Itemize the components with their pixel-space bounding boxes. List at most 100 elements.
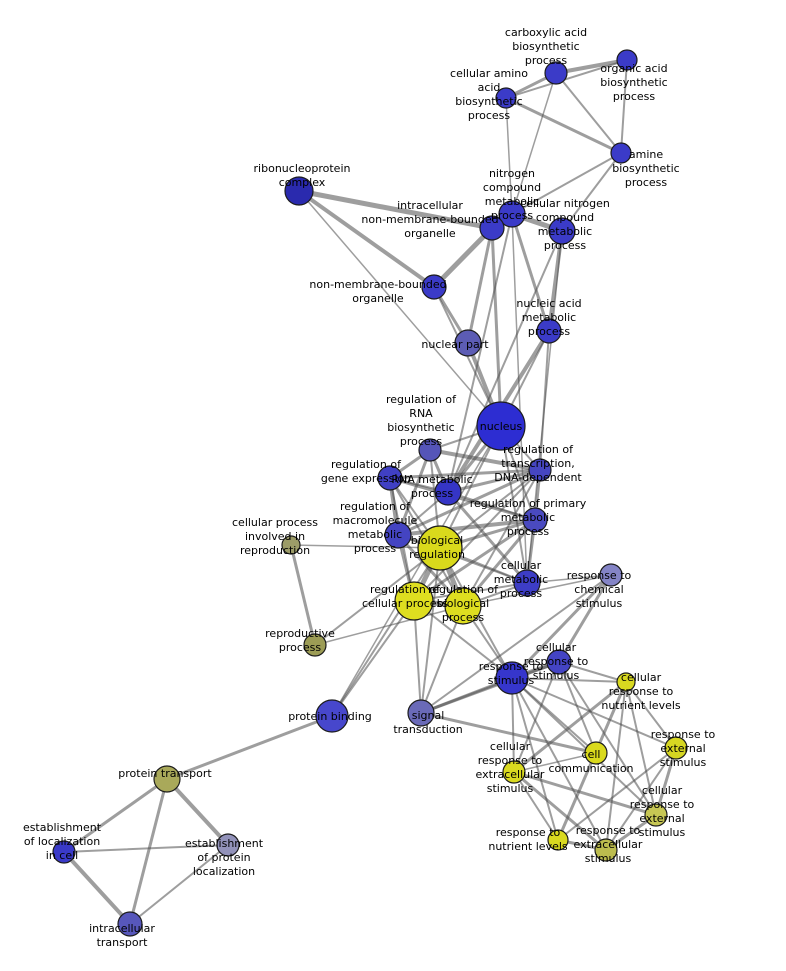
graph-node-label-establishment-of-localization-in-cell-line-2: in cell	[46, 849, 78, 862]
graph-node-label-response-to-extracellular-stimulus-line-0: response to	[576, 824, 641, 837]
graph-edge-establishment-of-localization-in-cell--intracellular-transport	[62, 850, 132, 926]
graph-edge-carboxylic-acid-biosynthetic-process--nitrogen-compound-metabolic-process	[511, 72, 557, 215]
graph-node-biological-regulation[interactable]	[417, 525, 463, 571]
graph-node-label-response-to-chemical-stimulus-line-0: response to	[567, 569, 632, 582]
graph-node-regulation-of-cellular-process[interactable]	[394, 581, 434, 621]
graph-node-establishment-of-protein-localization[interactable]	[216, 833, 240, 857]
graph-node-label-carboxylic-acid-biosynthetic-process-line-1: biosynthetic	[512, 40, 579, 53]
graph-node-nitrogen-compound-metabolic-process[interactable]	[498, 200, 526, 228]
graph-node-label-cellular-process-involved-in-reproduction-line-2: reproduction	[240, 544, 310, 557]
graph-node-nucleic-acid-metabolic-process[interactable]	[536, 318, 562, 344]
graph-edge-cellular-process-involved-in-reproduction--biological-regulation	[290, 544, 441, 549]
graph-edge-cellular-response-to-stimulus--response-to-chemical-stimulus	[557, 573, 613, 664]
graph-node-regulation-of-primary-metabolic-process[interactable]	[522, 507, 548, 533]
graph-edge-protein-transport--intracellular-transport	[128, 777, 169, 926]
graph-node-label-organic-acid-biosynthetic-process-line-1: biosynthetic	[600, 76, 667, 89]
graph-node-nucleus[interactable]	[476, 401, 526, 451]
graph-node-protein-binding[interactable]	[315, 699, 349, 733]
graph-node-amine-biosynthetic-process[interactable]	[610, 142, 632, 164]
graph-node-label-reproductive-process-line-1: process	[279, 641, 322, 654]
graph-node-label-carboxylic-acid-biosynthetic-process-line-2: process	[525, 54, 568, 67]
graph-node-label-intracellular-transport-line-1: transport	[97, 936, 149, 949]
graph-node-rna-metabolic-process[interactable]	[434, 478, 462, 506]
graph-node-label-regulation-of-biological-process-line-2: process	[442, 611, 485, 624]
graph-node-protein-transport[interactable]	[153, 765, 181, 793]
graph-node-cellular-nitrogen-compound-metabolic-process[interactable]	[548, 217, 576, 245]
edge-layer	[62, 58, 678, 926]
graph-edge-response-to-stimulus--response-to-extracellular-stimulus	[511, 677, 607, 851]
graph-node-label-response-to-nutrient-levels-line-0: response to	[496, 826, 561, 839]
graph-node-label-nuclear-part-line-0: nuclear part	[421, 338, 489, 351]
graph-node-label-response-to-extracellular-stimulus-line-2: stimulus	[585, 852, 632, 865]
graph-edge-cellular-response-to-stimulus--cellular-response-to-extracellular-stimulus	[513, 661, 560, 773]
graph-node-response-to-extracellular-stimulus[interactable]	[594, 838, 618, 862]
graph-node-label-regulation-of-macromolecule-metabolic-process-line-3: process	[354, 542, 397, 555]
graph-edge-protein-transport--establishment-of-protein-localization	[165, 777, 230, 847]
graph-edge-protein-binding--regulation-of-cellular-process	[331, 600, 415, 717]
graph-edge-response-to-stimulus--response-to-external-stimulus	[511, 677, 677, 749]
graph-edge-reproductive-process--regulation-of-biological-process	[314, 605, 464, 646]
graph-edge-regulation-of-rna-biosynthetic-process--regulation-of-transcription-dna-dependent	[428, 448, 542, 472]
graph-edge-cellular-response-to-stimulus--signal-transduction	[419, 660, 561, 715]
graph-edge-amine-biosynthetic-process--cellular-nitrogen-compound-metabolic-process	[561, 152, 622, 232]
graph-node-label-cellular-response-to-extracellular-stimulus-line-0: cellular	[490, 740, 531, 753]
graph-node-label-reproductive-process-line-0: reproductive	[265, 627, 335, 640]
graph-node-establishment-of-localization-in-cell[interactable]	[52, 840, 76, 864]
graph-edge-response-to-external-stimulus--cellular-response-to-external-stimulus	[654, 746, 678, 817]
graph-node-cellular-amino-acid-biosynthetic-process[interactable]	[495, 87, 517, 109]
graph-node-response-to-chemical-stimulus[interactable]	[599, 563, 623, 587]
graph-node-regulation-of-biological-process[interactable]	[444, 587, 482, 625]
graph-node-label-response-to-extracellular-stimulus-line-1: extracellular	[574, 838, 643, 851]
graph-node-ribonucleoprotein-complex[interactable]	[284, 176, 314, 206]
graph-node-regulation-of-transcription-dna-dependent[interactable]	[528, 458, 552, 482]
graph-edge-protein-binding--biological-regulation	[331, 547, 441, 717]
graph-node-cellular-process-involved-in-reproduction[interactable]	[281, 535, 301, 555]
graph-edge-regulation-of-primary-metabolic-process--regulation-of-cellular-process	[412, 518, 537, 603]
graph-edge-protein-transport--establishment-of-localization-in-cell	[62, 777, 169, 854]
graph-node-cellular-response-to-stimulus[interactable]	[546, 649, 572, 675]
graph-node-cellular-response-to-nutrient-levels[interactable]	[616, 672, 636, 692]
graph-node-response-to-stimulus[interactable]	[495, 661, 529, 695]
graph-node-label-cellular-nitrogen-compound-metabolic-process-line-2: metabolic	[538, 225, 592, 238]
graph-node-label-carboxylic-acid-biosynthetic-process-line-0: carboxylic acid	[505, 26, 587, 39]
graph-node-cell-communication[interactable]	[584, 741, 608, 765]
graph-edge-organic-acid-biosynthetic-process--cellular-amino-acid-biosynthetic-process	[505, 59, 628, 99]
graph-node-reproductive-process[interactable]	[303, 633, 327, 657]
graph-node-response-to-nutrient-levels[interactable]	[547, 829, 569, 851]
graph-node-label-amine-biosynthetic-process-line-0: amine	[629, 148, 663, 161]
graph-node-cellular-response-to-extracellular-stimulus[interactable]	[502, 760, 526, 784]
graph-node-cellular-metabolic-process[interactable]	[513, 569, 541, 597]
graph-node-intracellular-transport[interactable]	[117, 911, 143, 937]
graph-node-label-establishment-of-localization-in-cell-line-1: of localization	[24, 835, 100, 848]
graph-node-intracellular-non-membrane-bounded-organelle[interactable]	[479, 215, 505, 241]
graph-node-label-cellular-response-to-external-stimulus-line-0: cellular	[642, 784, 683, 797]
graph-node-cellular-response-to-external-stimulus[interactable]	[644, 803, 668, 827]
graph-node-nuclear-part[interactable]	[454, 329, 482, 357]
graph-node-non-membrane-bounded-organelle[interactable]	[421, 274, 447, 300]
graph-edge-regulation-of-transcription-dna-dependent--regulation-of-biological-process	[462, 469, 541, 607]
graph-edge-cellular-metabolic-process--response-to-chemical-stimulus	[526, 574, 612, 584]
graph-edge-organic-acid-biosynthetic-process--amine-biosynthetic-process	[620, 59, 628, 154]
graph-node-label-regulation-of-primary-metabolic-process-line-1: metabolic	[501, 511, 555, 524]
graph-node-label-amine-biosynthetic-process-line-2: process	[625, 176, 668, 189]
graph-node-regulation-of-rna-biosynthetic-process[interactable]	[418, 438, 442, 462]
graph-node-regulation-of-gene-expression[interactable]	[377, 465, 403, 491]
graph-node-carboxylic-acid-biosynthetic-process[interactable]	[544, 61, 568, 85]
graph-node-label-regulation-of-gene-expression-line-0: regulation of	[331, 458, 402, 471]
graph-node-label-organic-acid-biosynthetic-process-line-2: process	[613, 90, 656, 103]
graph-node-label-cellular-response-to-external-stimulus-line-3: stimulus	[639, 826, 686, 839]
graph-edge-cellular-response-to-stimulus--cell-communication	[558, 661, 597, 754]
graph-edge-regulation-of-transcription-dna-dependent--regulation-of-gene-expression	[388, 468, 542, 480]
graph-node-regulation-of-macromolecule-metabolic-process[interactable]	[384, 521, 412, 549]
graph-edge-response-to-stimulus--cellular-response-to-nutrient-levels	[511, 677, 627, 683]
graph-node-signal-transduction[interactable]	[407, 699, 435, 727]
graph-node-label-cellular-response-to-stimulus-line-1: response to	[524, 655, 589, 668]
graph-node-organic-acid-biosynthetic-process[interactable]	[616, 49, 638, 71]
graph-node-response-to-external-stimulus[interactable]	[664, 736, 688, 760]
graph-node-label-ribonucleoprotein-complex-line-0: ribonucleoprotein	[254, 162, 351, 175]
graph-edge-establishment-of-localization-in-cell--establishment-of-protein-localization	[63, 844, 229, 853]
graph-edge-cellular-response-to-extracellular-stimulus--cellular-response-to-external-stimulus	[512, 770, 658, 817]
graph-node-label-regulation-of-biological-process-line-0: regulation of	[428, 583, 499, 596]
graph-node-label-cellular-process-involved-in-reproduction-line-1: involved in	[245, 530, 305, 543]
graph-node-label-nucleic-acid-metabolic-process-line-2: process	[528, 325, 571, 338]
